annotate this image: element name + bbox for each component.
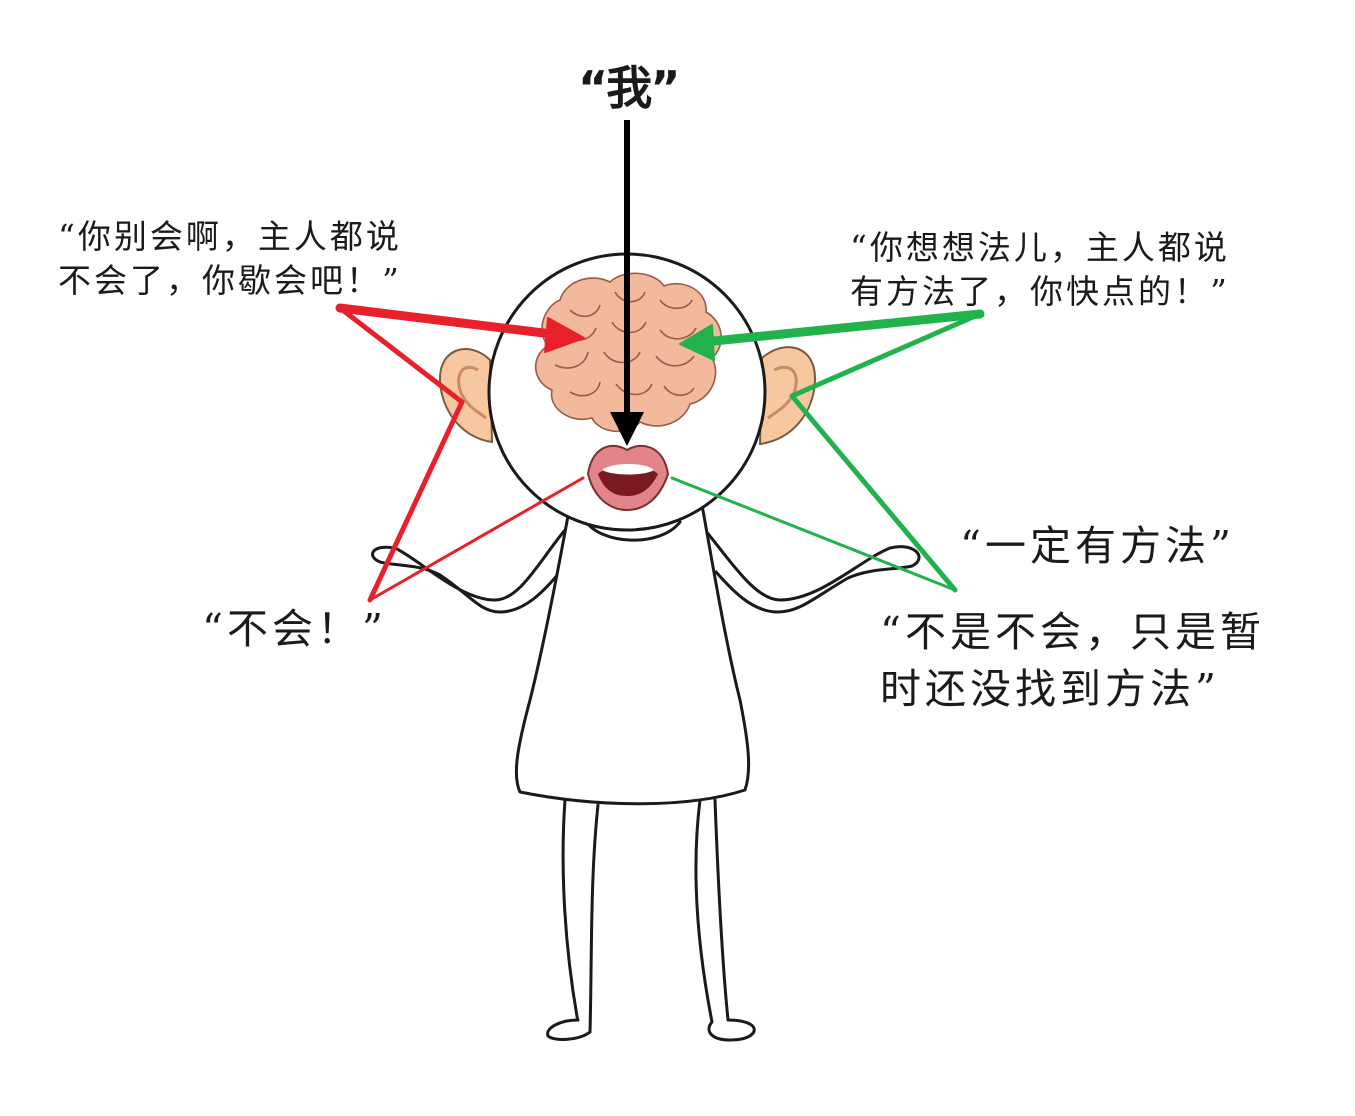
self-label: “我” (578, 61, 680, 115)
mouth-icon (586, 444, 670, 512)
quote-dont-try-line-2: 不会了，你歇会吧！” (58, 260, 402, 300)
green-arrow-head (679, 324, 715, 361)
red-arrow-to-brain (335, 303, 573, 341)
quote-not-yet-found: “不是不会，只是暂 时还没找到方法” (880, 604, 1265, 717)
positive-arrows (670, 309, 985, 593)
right-foot (707, 1018, 756, 1042)
green-line-ear-to-bottom (789, 393, 958, 593)
quote-not-yet-found-line-2: 时还没找到方法” (880, 664, 1220, 713)
collar (583, 518, 682, 542)
left-leg (560, 798, 580, 1026)
quote-think-of-way-line-1: “你想想法儿，主人都说 (850, 228, 1230, 267)
quote-there-is-a-way: “一定有方法” (960, 522, 1235, 570)
left-arm (371, 528, 567, 614)
right-arm (703, 528, 921, 614)
green-line-mouth-to-bottom (670, 476, 957, 592)
left-leg-inner (588, 803, 600, 1034)
quote-think-of-way-line-2: 有方法了，你快点的！” (850, 271, 1230, 311)
self-arrow (610, 120, 644, 446)
self-arrow-head (610, 412, 644, 446)
right-ear (758, 346, 817, 446)
negative-arrows (335, 303, 585, 603)
quote-cannot: “不会！” (202, 605, 387, 653)
left-ear (438, 348, 494, 444)
red-line-mouth-to-bottom (368, 476, 585, 602)
red-arrow-head (544, 317, 585, 353)
torso (514, 503, 751, 806)
red-line-to-ear (337, 305, 465, 405)
stick-figure (371, 503, 921, 1042)
quote-dont-try: “你别会啊，主人都说 不会了，你歇会吧！” (58, 215, 402, 302)
left-foot (546, 1018, 592, 1041)
quote-think-of-way: “你想想法儿，主人都说 有方法了，你快点的！” (850, 226, 1230, 313)
right-leg-inner (713, 798, 730, 1022)
quote-dont-try-line-1: “你别会啊，主人都说 (58, 217, 402, 256)
green-arrow-to-brain (699, 309, 985, 347)
right-leg (694, 798, 714, 1024)
red-line-ear-to-bottom (367, 399, 465, 603)
quote-not-yet-found-line-1: “不是不会，只是暂 (880, 608, 1265, 656)
green-line-to-ear (789, 311, 983, 399)
